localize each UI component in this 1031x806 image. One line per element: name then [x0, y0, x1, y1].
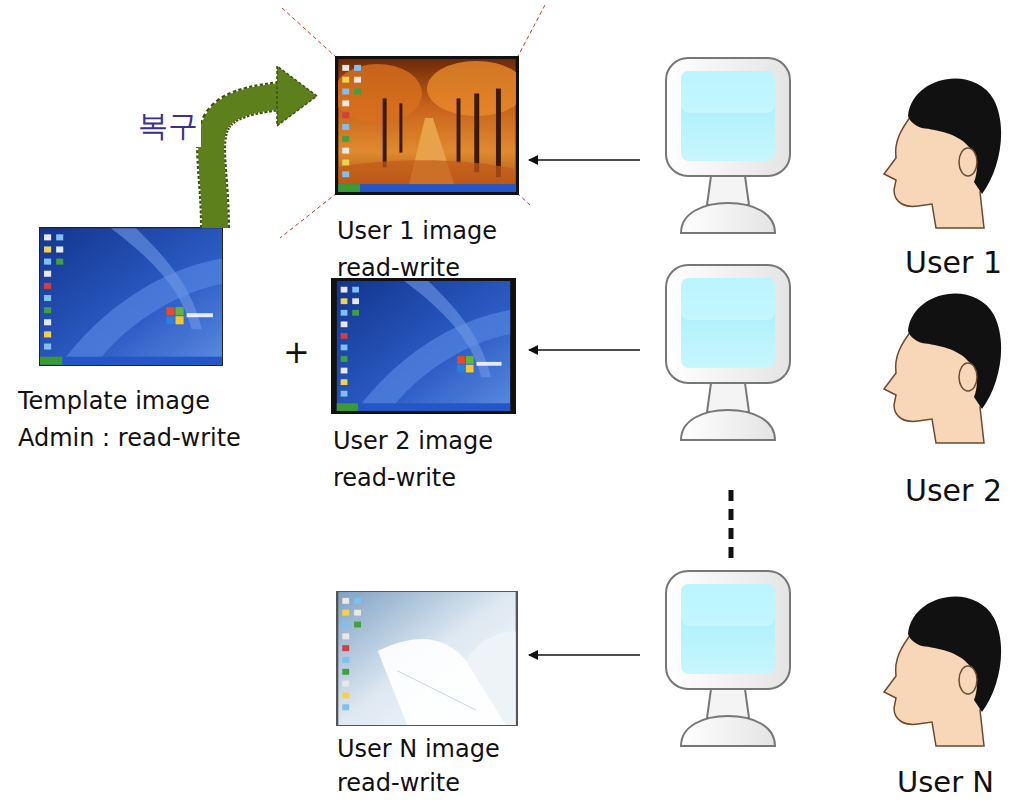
plus-sign: +	[283, 333, 310, 371]
access-arrow	[529, 349, 640, 351]
restore-arrow	[211, 66, 317, 228]
caption-title: User 1 image	[337, 213, 581, 250]
ellipsis-dots	[729, 490, 734, 566]
monitor-icon	[666, 571, 790, 746]
user-head	[884, 79, 1001, 228]
user-label: User 1	[905, 245, 1031, 281]
access-arrow	[529, 654, 640, 656]
caption-mode: read-write	[337, 250, 581, 287]
caption-title: User 2	[905, 473, 1031, 509]
image-caption: User N imageread-write	[337, 592, 581, 800]
monitor-icon	[666, 58, 790, 233]
edge-label: 복구	[135, 106, 201, 147]
image-caption: Template imageAdmin : read-write	[18, 228, 314, 457]
user-label: User N	[897, 764, 1031, 800]
userN-screenshot	[336, 591, 518, 726]
caption-title: User N image	[337, 732, 581, 766]
caption-title: User 2 image	[333, 423, 577, 460]
caption-title: User N	[897, 764, 1031, 800]
user-label: User 2	[905, 473, 1031, 509]
user2-screenshot	[331, 278, 516, 414]
caption-mode: read-write	[333, 460, 577, 497]
cross-mark	[280, 5, 545, 238]
caption-title: User 1	[905, 245, 1031, 281]
caption-title: Template image	[18, 383, 314, 420]
caption-mode: read-write	[337, 766, 581, 800]
user1-screenshot	[333, 56, 525, 195]
monitor-icon	[666, 265, 790, 440]
template-screenshot	[39, 227, 223, 366]
caption-mode: Admin : read-write	[18, 420, 314, 457]
user-head	[884, 294, 1001, 443]
user-head	[884, 597, 1001, 746]
image-caption: User 2 imageread-write	[333, 280, 577, 497]
image-caption: User 1 imageread-write	[337, 58, 581, 287]
access-arrow	[529, 159, 640, 161]
